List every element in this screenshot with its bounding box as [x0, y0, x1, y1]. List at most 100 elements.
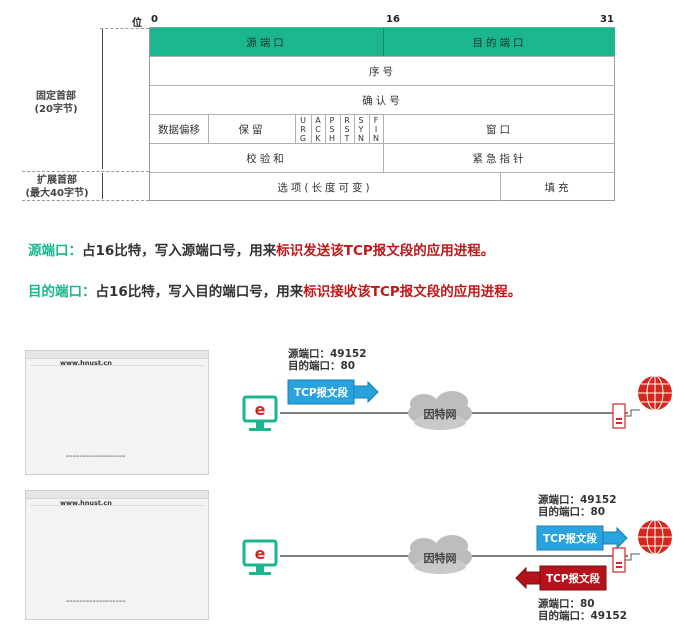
flag-letter: N — [373, 134, 379, 143]
row-line-5 — [150, 172, 615, 173]
example1-source-port: 源端口：49152 — [288, 348, 367, 360]
offset-divider — [208, 115, 209, 143]
reserved-field: 保留 — [238, 123, 266, 136]
flag-letter: S — [344, 125, 350, 134]
header-top-line — [100, 28, 149, 29]
example2-request-segment-label: TCP报文段 — [542, 532, 598, 545]
example1-ports: 源端口：49152 目的端口：80 — [288, 348, 367, 372]
options-divider — [500, 173, 501, 201]
tcp-segment-arrow-2-response — [515, 565, 607, 591]
reserved-divider — [295, 115, 296, 143]
internet-cloud-icon-2 — [408, 535, 472, 574]
checksum-field: 校验和 — [246, 152, 287, 165]
tcp-segment-arrow-2-request — [536, 525, 628, 551]
flag-letter: R — [300, 125, 306, 134]
flag-divider — [354, 115, 355, 143]
flag-letter: C — [315, 125, 321, 134]
destination-port-plain: 占16比特，写入目的端口号，用来 — [95, 284, 304, 300]
flag-letter: S — [358, 116, 364, 125]
example2-request-ports: 源端口：49152 目的端口：80 — [538, 494, 617, 518]
flag-letter: U — [300, 116, 306, 125]
sequence-number-field: 序号 — [369, 65, 396, 78]
internet-cloud-icon-1 — [408, 391, 472, 430]
source-port-description: 源端口：占16比特，写入源端口号，用来标识发送该TCP报文段的应用进程。 — [28, 239, 494, 259]
browser-footer: ▬▬▬▬▬▬▬▬▬▬▬▬▬▬▬▬▬▬ — [66, 454, 126, 458]
destination-port-emphasis: 标识接收该TCP报文段的应用进程。 — [303, 284, 522, 300]
globe-icon-1 — [638, 375, 672, 411]
fixed-header-size: (20字节) — [34, 104, 78, 115]
browser-footer: ▬▬▬▬▬▬▬▬▬▬▬▬▬▬▬▬▬▬ — [66, 599, 126, 603]
checksum-divider — [383, 144, 384, 172]
padding-field: 填充 — [544, 181, 572, 194]
fixed-header-title: 固定首部 — [36, 91, 76, 102]
example1-destination-port: 目的端口：80 — [288, 360, 356, 372]
fixed-header-label: 固定首部 (20字节) — [26, 90, 86, 116]
example1-segment-label: TCP报文段 — [293, 386, 349, 399]
options-field: 选项(长度可变) — [277, 181, 373, 194]
source-port-field: 源端口 — [150, 28, 383, 56]
source-port-colon: ： — [68, 243, 83, 259]
browser-window-1: www.hnust.cn ▬▬▬▬▬▬▬▬▬▬▬▬▬▬▬▬▬▬ — [25, 350, 209, 475]
source-port-term: 源端口 — [28, 243, 69, 259]
client-computer-icon-1: e — [242, 395, 278, 431]
flag-letter: A — [315, 116, 321, 125]
source-port-emphasis: 标识发送该TCP报文段的应用进程。 — [276, 243, 495, 259]
row-line-2 — [150, 85, 615, 86]
flag-divider — [311, 115, 312, 143]
flag-letter: I — [374, 125, 378, 134]
extension-header-size: (最大40字节) — [25, 188, 89, 199]
urgent-pointer-field: 紧急指针 — [472, 152, 527, 165]
bit-axis-label: 位 — [132, 18, 142, 29]
browser-address-line — [30, 505, 204, 506]
svg-text:e: e — [255, 400, 266, 419]
example2-response-source-port: 源端口：80 — [538, 598, 595, 610]
destination-port-term: 目的端口 — [28, 284, 82, 300]
flag-letter: K — [315, 134, 321, 143]
flag-divider — [325, 115, 326, 143]
flag-letter: G — [299, 134, 307, 143]
flag-letter: T — [344, 134, 350, 143]
header-divider — [22, 171, 149, 172]
flag-letter: P — [329, 116, 335, 125]
flag-letter: S — [329, 125, 335, 134]
window-field: 窗口 — [486, 123, 513, 136]
data-offset-field: 数据偏移 — [158, 123, 200, 136]
tcp-segment-arrow-1 — [287, 379, 379, 405]
source-port-plain: 占16比特，写入源端口号，用来 — [82, 243, 277, 259]
row-line-1 — [150, 56, 615, 57]
browser-url: www.hnust.cn — [60, 499, 112, 507]
extension-header-bracket — [102, 173, 103, 199]
browser-tab-bar — [26, 491, 208, 499]
flag-letter: N — [358, 134, 364, 143]
server-icon-2 — [612, 547, 626, 573]
flag-letter: H — [328, 134, 335, 143]
browser-window-2: www.hnust.cn ▬▬▬▬▬▬▬▬▬▬▬▬▬▬▬▬▬▬ — [25, 490, 209, 620]
example2-response-segment-label: TCP报文段 — [545, 572, 601, 585]
flag-divider — [340, 115, 341, 143]
browser-address-line — [30, 365, 204, 366]
client-computer-icon-2: e — [242, 539, 278, 575]
example2-response-ports: 源端口：80 目的端口：49152 — [538, 598, 627, 622]
browser-tab-bar — [26, 351, 208, 359]
row-line-3 — [150, 114, 615, 115]
destination-port-description: 目的端口：占16比特，写入目的端口号，用来标识接收该TCP报文段的应用进程。 — [28, 280, 521, 300]
bit-position-31: 31 — [600, 14, 614, 25]
example2-network-label: 因特网 — [423, 552, 457, 565]
fixed-header-bracket — [102, 29, 103, 169]
row-line-4 — [150, 143, 615, 144]
destination-port-colon: ： — [82, 284, 96, 300]
flag-letter: R — [344, 116, 350, 125]
destination-port-field: 目的端口 — [384, 28, 615, 56]
example2-response-destination-port: 目的端口：49152 — [538, 610, 628, 622]
example1-network-label: 因特网 — [423, 408, 457, 421]
extension-header-title: 扩展首部 — [37, 175, 77, 186]
ack-number-field: 确认号 — [362, 94, 403, 107]
